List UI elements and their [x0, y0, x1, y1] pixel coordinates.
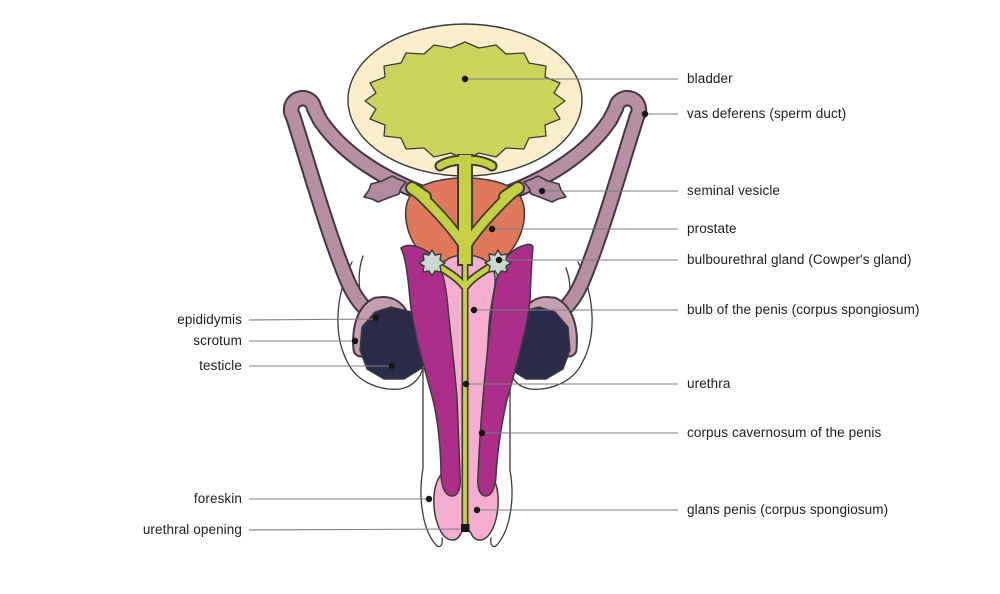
scrotum-skin-left-outline [337, 261, 443, 548]
label-scrotum: scrotum [193, 333, 242, 348]
label-foreskin: foreskin [193, 491, 242, 506]
urethra-corner-patch-left [407, 183, 430, 202]
label-urethral-opening: urethral opening [142, 522, 242, 537]
vas-deferens-leader-dot [641, 110, 649, 118]
seminal-vesicle-right-shape [523, 175, 567, 203]
corpus-cavernosum-leader-dot [478, 429, 486, 437]
bladder-interior-shape [364, 41, 566, 161]
bulbourethral-gland-left-shape [418, 249, 446, 277]
epididymis-leader-line [248, 318, 377, 321]
bladder-leader-dot [461, 75, 469, 83]
prostate-leader-dot [488, 225, 496, 233]
urethra-trigone-bar [436, 156, 496, 170]
testicle-leader-dot [388, 362, 396, 370]
vas-deferens-left-shape [284, 92, 440, 321]
foreskin-leader-dot [425, 495, 433, 503]
label-bulb-of-penis: bulb of the penis (corpus spongiosum) [687, 302, 920, 317]
label-testicle: testicle [199, 358, 242, 373]
bulbourethral-leader-dot [495, 256, 503, 264]
epididymis-leader-dot [372, 314, 380, 322]
seminal-vesicle-left-shape [363, 175, 407, 203]
urethra-bulb-arm-left [437, 264, 467, 289]
urethra-corner-patch-right [500, 183, 523, 202]
label-seminal-vesicle: seminal vesicle [687, 183, 781, 198]
vas-deferens-right-shape [490, 92, 646, 321]
label-prostate: prostate [687, 221, 737, 236]
urethral-opening-marker [461, 524, 470, 532]
label-urethra: urethra [687, 376, 731, 391]
seminal-vesicle-leader-dot [538, 187, 546, 195]
urethral-opening-leader-line [248, 528, 463, 531]
scrotum-leader-dot [351, 337, 359, 345]
label-vas-deferens: vas deferens (sperm duct) [687, 106, 847, 121]
label-epididymis: epididymis [177, 312, 242, 327]
urethra-bulb-arm-right [463, 264, 493, 289]
corpus-cavernosum-left-shape [400, 244, 461, 497]
label-bladder: bladder [687, 71, 733, 86]
bulb-of-penis-leader-dot [470, 306, 478, 314]
label-corpus-cavernosum: corpus cavernosum of the penis [687, 425, 882, 440]
label-bulbourethral-gland: bulbourethral gland (Cowper's gland) [687, 252, 912, 267]
glans-penis-leader-dot [473, 506, 481, 514]
label-glans-penis: glans penis (corpus spongiosum) [687, 502, 889, 517]
urethra-leader-dot [462, 380, 470, 388]
